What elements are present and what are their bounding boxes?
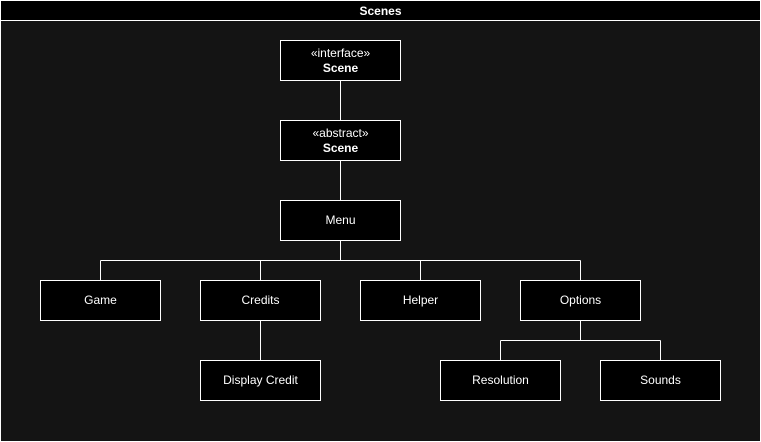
edge-menu-to-children <box>100 240 581 280</box>
diagram-title: Scenes <box>1 1 760 21</box>
node-menu: Menu <box>280 200 401 241</box>
node-name: Menu <box>325 213 356 227</box>
node-name: Resolution <box>472 373 529 387</box>
node-name: Helper <box>402 293 439 307</box>
node-display-credit: Display Credit <box>200 360 321 401</box>
node-name: Options <box>559 293 602 307</box>
node-helper: Helper <box>360 280 481 321</box>
node-options: Options <box>520 280 641 321</box>
node-resolution: Resolution <box>440 360 561 401</box>
node-name: Credits <box>241 293 280 307</box>
node-sounds: Sounds <box>600 360 721 401</box>
node-name: Scene <box>322 60 359 75</box>
node-game: Game <box>40 280 161 321</box>
node-name: Game <box>84 293 117 307</box>
node-name: Display Credit <box>223 373 298 387</box>
node-name: Sounds <box>640 373 681 387</box>
edge-options-to-children <box>500 320 661 360</box>
stereotype-label: «abstract» <box>312 125 369 140</box>
node-abstract-scene: «abstract» Scene <box>280 120 401 161</box>
node-interface-scene: «interface» Scene <box>280 40 401 81</box>
node-credits: Credits <box>200 280 321 321</box>
stereotype-label: «interface» <box>310 45 371 60</box>
node-name: Scene <box>322 140 359 155</box>
